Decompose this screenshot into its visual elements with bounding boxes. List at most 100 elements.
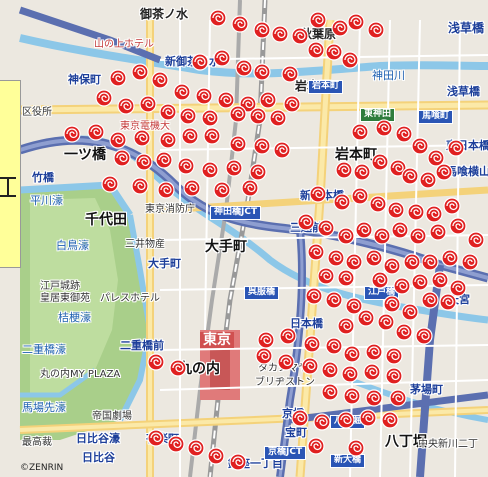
spiral-marker-icon[interactable] bbox=[391, 221, 409, 239]
spiral-marker-icon[interactable] bbox=[253, 137, 271, 155]
spiral-marker-icon[interactable] bbox=[139, 95, 157, 113]
spiral-marker-icon[interactable] bbox=[327, 249, 345, 267]
spiral-marker-icon[interactable] bbox=[167, 435, 185, 453]
spiral-marker-icon[interactable] bbox=[213, 49, 231, 67]
spiral-marker-icon[interactable] bbox=[365, 249, 383, 267]
spiral-marker-icon[interactable] bbox=[169, 359, 187, 377]
spiral-marker-icon[interactable] bbox=[425, 205, 443, 223]
spiral-marker-icon[interactable] bbox=[249, 163, 267, 181]
spiral-marker-icon[interactable] bbox=[411, 137, 429, 155]
spiral-marker-icon[interactable] bbox=[203, 127, 221, 145]
spiral-marker-icon[interactable] bbox=[345, 253, 363, 271]
spiral-marker-icon[interactable] bbox=[187, 439, 205, 457]
spiral-marker-icon[interactable] bbox=[133, 129, 151, 147]
spiral-marker-icon[interactable] bbox=[317, 267, 335, 285]
spiral-marker-icon[interactable] bbox=[181, 127, 199, 145]
spiral-marker-icon[interactable] bbox=[383, 295, 401, 313]
spiral-marker-icon[interactable] bbox=[307, 437, 325, 455]
spiral-marker-icon[interactable] bbox=[341, 365, 359, 383]
spiral-marker-icon[interactable] bbox=[229, 453, 247, 471]
spiral-marker-icon[interactable] bbox=[365, 389, 383, 407]
spiral-marker-icon[interactable] bbox=[157, 181, 175, 199]
spiral-marker-icon[interactable] bbox=[317, 219, 335, 237]
spiral-marker-icon[interactable] bbox=[95, 89, 113, 107]
spiral-marker-icon[interactable] bbox=[241, 179, 259, 197]
spiral-marker-icon[interactable] bbox=[419, 171, 437, 189]
spiral-marker-icon[interactable] bbox=[373, 227, 391, 245]
spiral-marker-icon[interactable] bbox=[353, 163, 371, 181]
spiral-marker-icon[interactable] bbox=[325, 291, 343, 309]
spiral-marker-icon[interactable] bbox=[113, 149, 131, 167]
spiral-marker-icon[interactable] bbox=[109, 69, 127, 87]
spiral-marker-icon[interactable] bbox=[191, 53, 209, 71]
spiral-marker-icon[interactable] bbox=[431, 271, 449, 289]
spiral-marker-icon[interactable] bbox=[253, 63, 271, 81]
spiral-marker-icon[interactable] bbox=[201, 161, 219, 179]
spiral-marker-icon[interactable] bbox=[343, 387, 361, 405]
spiral-marker-icon[interactable] bbox=[359, 409, 377, 427]
spiral-marker-icon[interactable] bbox=[421, 291, 439, 309]
spiral-marker-icon[interactable] bbox=[393, 277, 411, 295]
spiral-marker-icon[interactable] bbox=[421, 253, 439, 271]
spiral-marker-icon[interactable] bbox=[109, 131, 127, 149]
spiral-marker-icon[interactable] bbox=[159, 131, 177, 149]
spiral-marker-icon[interactable] bbox=[131, 63, 149, 81]
spiral-marker-icon[interactable] bbox=[291, 27, 309, 45]
spiral-marker-icon[interactable] bbox=[369, 195, 387, 213]
spiral-marker-icon[interactable] bbox=[249, 107, 267, 125]
spiral-marker-icon[interactable] bbox=[271, 25, 289, 43]
spiral-marker-icon[interactable] bbox=[381, 411, 399, 429]
spiral-marker-icon[interactable] bbox=[435, 163, 453, 181]
spiral-marker-icon[interactable] bbox=[449, 217, 467, 235]
spiral-marker-icon[interactable] bbox=[347, 439, 365, 457]
spiral-marker-icon[interactable] bbox=[371, 271, 389, 289]
spiral-marker-icon[interactable] bbox=[159, 103, 177, 121]
spiral-marker-icon[interactable] bbox=[375, 119, 393, 137]
spiral-marker-icon[interactable] bbox=[269, 109, 287, 127]
spiral-marker-icon[interactable] bbox=[337, 269, 355, 287]
spiral-marker-icon[interactable] bbox=[183, 179, 201, 197]
spiral-marker-icon[interactable] bbox=[385, 367, 403, 385]
spiral-marker-icon[interactable] bbox=[403, 253, 421, 271]
spiral-marker-icon[interactable] bbox=[207, 447, 225, 465]
spiral-marker-icon[interactable] bbox=[321, 361, 339, 379]
spiral-marker-icon[interactable] bbox=[255, 347, 273, 365]
spiral-marker-icon[interactable] bbox=[371, 153, 389, 171]
spiral-marker-icon[interactable] bbox=[449, 279, 467, 297]
spiral-marker-icon[interactable] bbox=[117, 97, 135, 115]
spiral-marker-icon[interactable] bbox=[305, 287, 323, 305]
spiral-marker-icon[interactable] bbox=[313, 413, 331, 431]
spiral-marker-icon[interactable] bbox=[401, 167, 419, 185]
spiral-marker-icon[interactable] bbox=[225, 159, 243, 177]
spiral-marker-icon[interactable] bbox=[253, 21, 271, 39]
spiral-marker-icon[interactable] bbox=[303, 335, 321, 353]
spiral-marker-icon[interactable] bbox=[259, 91, 277, 109]
spiral-marker-icon[interactable] bbox=[427, 149, 445, 167]
spiral-marker-icon[interactable] bbox=[321, 383, 339, 401]
spiral-marker-icon[interactable] bbox=[333, 193, 351, 211]
spiral-marker-icon[interactable] bbox=[209, 9, 227, 27]
spiral-marker-icon[interactable] bbox=[283, 95, 301, 113]
spiral-marker-icon[interactable] bbox=[341, 51, 359, 69]
spiral-marker-icon[interactable] bbox=[367, 21, 385, 39]
spiral-marker-icon[interactable] bbox=[347, 13, 365, 31]
spiral-marker-icon[interactable] bbox=[355, 221, 373, 239]
spiral-marker-icon[interactable] bbox=[415, 327, 433, 345]
spiral-marker-icon[interactable] bbox=[337, 317, 355, 335]
spiral-marker-icon[interactable] bbox=[307, 41, 325, 59]
spiral-marker-icon[interactable] bbox=[179, 107, 197, 125]
spiral-marker-icon[interactable] bbox=[177, 157, 195, 175]
spiral-marker-icon[interactable] bbox=[231, 15, 249, 33]
spiral-marker-icon[interactable] bbox=[307, 243, 325, 261]
spiral-marker-icon[interactable] bbox=[395, 323, 413, 341]
spiral-marker-icon[interactable] bbox=[331, 19, 349, 37]
spiral-marker-icon[interactable] bbox=[235, 59, 253, 77]
spiral-marker-icon[interactable] bbox=[291, 409, 309, 427]
spiral-marker-icon[interactable] bbox=[345, 297, 363, 315]
spiral-marker-icon[interactable] bbox=[377, 313, 395, 331]
spiral-marker-icon[interactable] bbox=[351, 187, 369, 205]
spiral-marker-icon[interactable] bbox=[279, 327, 297, 345]
spiral-marker-icon[interactable] bbox=[389, 159, 407, 177]
spiral-marker-icon[interactable] bbox=[439, 293, 457, 311]
